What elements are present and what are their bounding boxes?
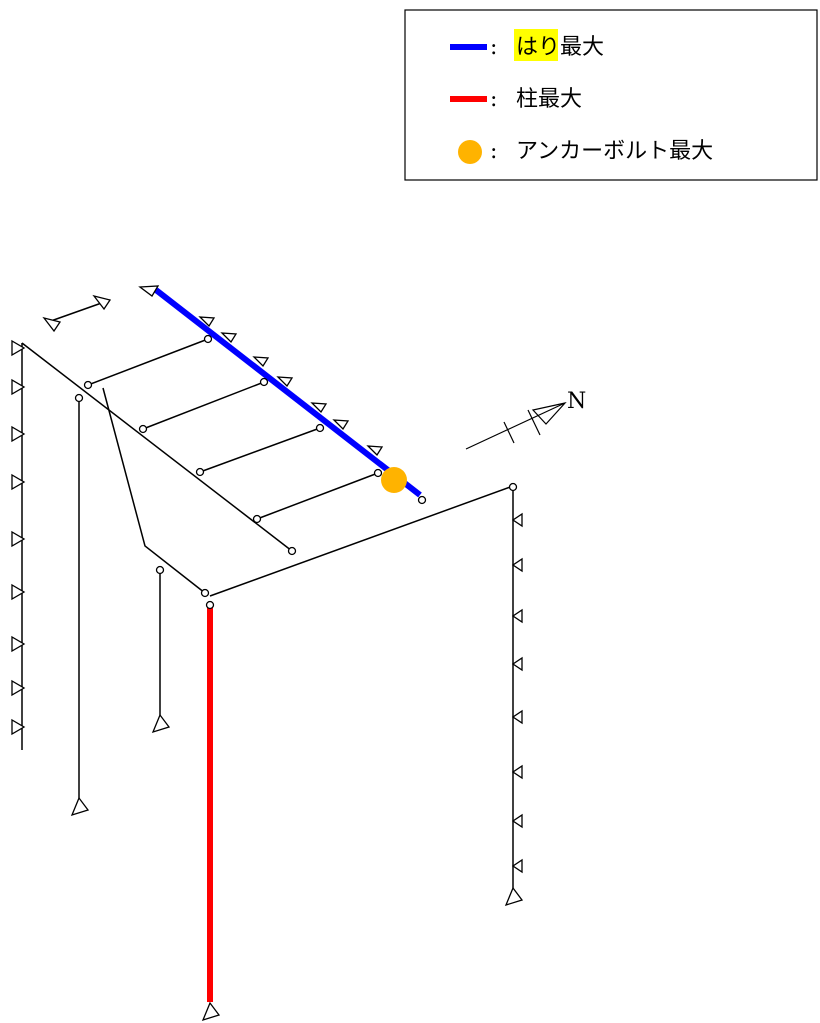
node [252,514,262,524]
cross-beam-3 [199,427,321,473]
node [259,377,269,387]
cross-beam-4 [256,472,379,520]
node [287,546,297,556]
node [83,380,93,390]
legend-anchor-dot [458,140,482,164]
support-triangle [366,445,384,457]
support-triangle [138,285,160,297]
brace-line [102,387,206,594]
support-triangle [11,718,26,736]
node [200,588,210,598]
support-triangle [511,764,523,780]
support-triangle [511,858,523,874]
legend-beam-highlight-text: はり [516,35,560,60]
support-triangle [511,608,523,624]
node [205,600,215,610]
support-triangle [11,378,26,396]
structure [21,299,514,888]
support-triangle [11,679,26,697]
supports [11,285,524,1022]
cross-beam-2 [142,381,265,430]
support-triangle [511,557,523,573]
legend-beam-highlight-bg [514,29,558,61]
support-triangle [70,796,90,817]
nodes [74,334,518,610]
legend-column-separator: : [490,87,497,112]
legend-anchor-label: アンカーボルト最大 [516,139,713,164]
support-triangle [276,376,294,388]
node [138,424,148,434]
support-triangle [511,656,523,672]
north-arrow-tick-2 [527,409,541,436]
support-triangle [310,402,328,414]
support-triangle [201,1001,221,1022]
north-arrow-head [531,402,567,425]
front-beam [209,485,514,597]
support-triangle [92,294,112,311]
support-triangle [11,473,26,491]
support-triangle [11,635,26,653]
node [195,467,205,477]
node [373,468,383,478]
legend-anchor-separator: : [490,139,497,164]
support-triangle [151,713,171,734]
node [417,495,427,505]
support-triangle [220,332,238,344]
support-triangle [11,583,26,601]
support-triangle [11,339,26,357]
legend-column-label: 柱最大 [516,87,582,112]
node [74,393,84,403]
node [203,334,213,344]
legend-beam-label: 最大 [560,35,604,60]
support-triangle [11,425,26,443]
legend-beam-separator: : [490,35,497,60]
support-triangle [11,530,26,548]
support-triangle [42,316,62,333]
max-anchor-bolt-marker [381,467,407,493]
node [315,423,325,433]
north-arrow [465,402,567,450]
north-arrow-tick-1 [503,421,515,444]
cross-beam-1 [87,338,209,386]
support-triangle [198,316,216,328]
support-triangle [511,813,523,829]
support-triangle [332,419,350,431]
legend: : はり 最大 : 柱最大 : アンカーボルト最大 [404,9,818,181]
node [508,482,518,492]
support-triangle [511,709,523,725]
main-diagonal-beam [21,342,293,552]
support-triangle [504,886,524,907]
max-beam-member [154,287,422,498]
support-triangle [511,512,523,528]
support-triangle [252,356,270,368]
north-label: N [567,389,586,414]
node [155,565,165,575]
north-arrow-line [465,402,566,450]
